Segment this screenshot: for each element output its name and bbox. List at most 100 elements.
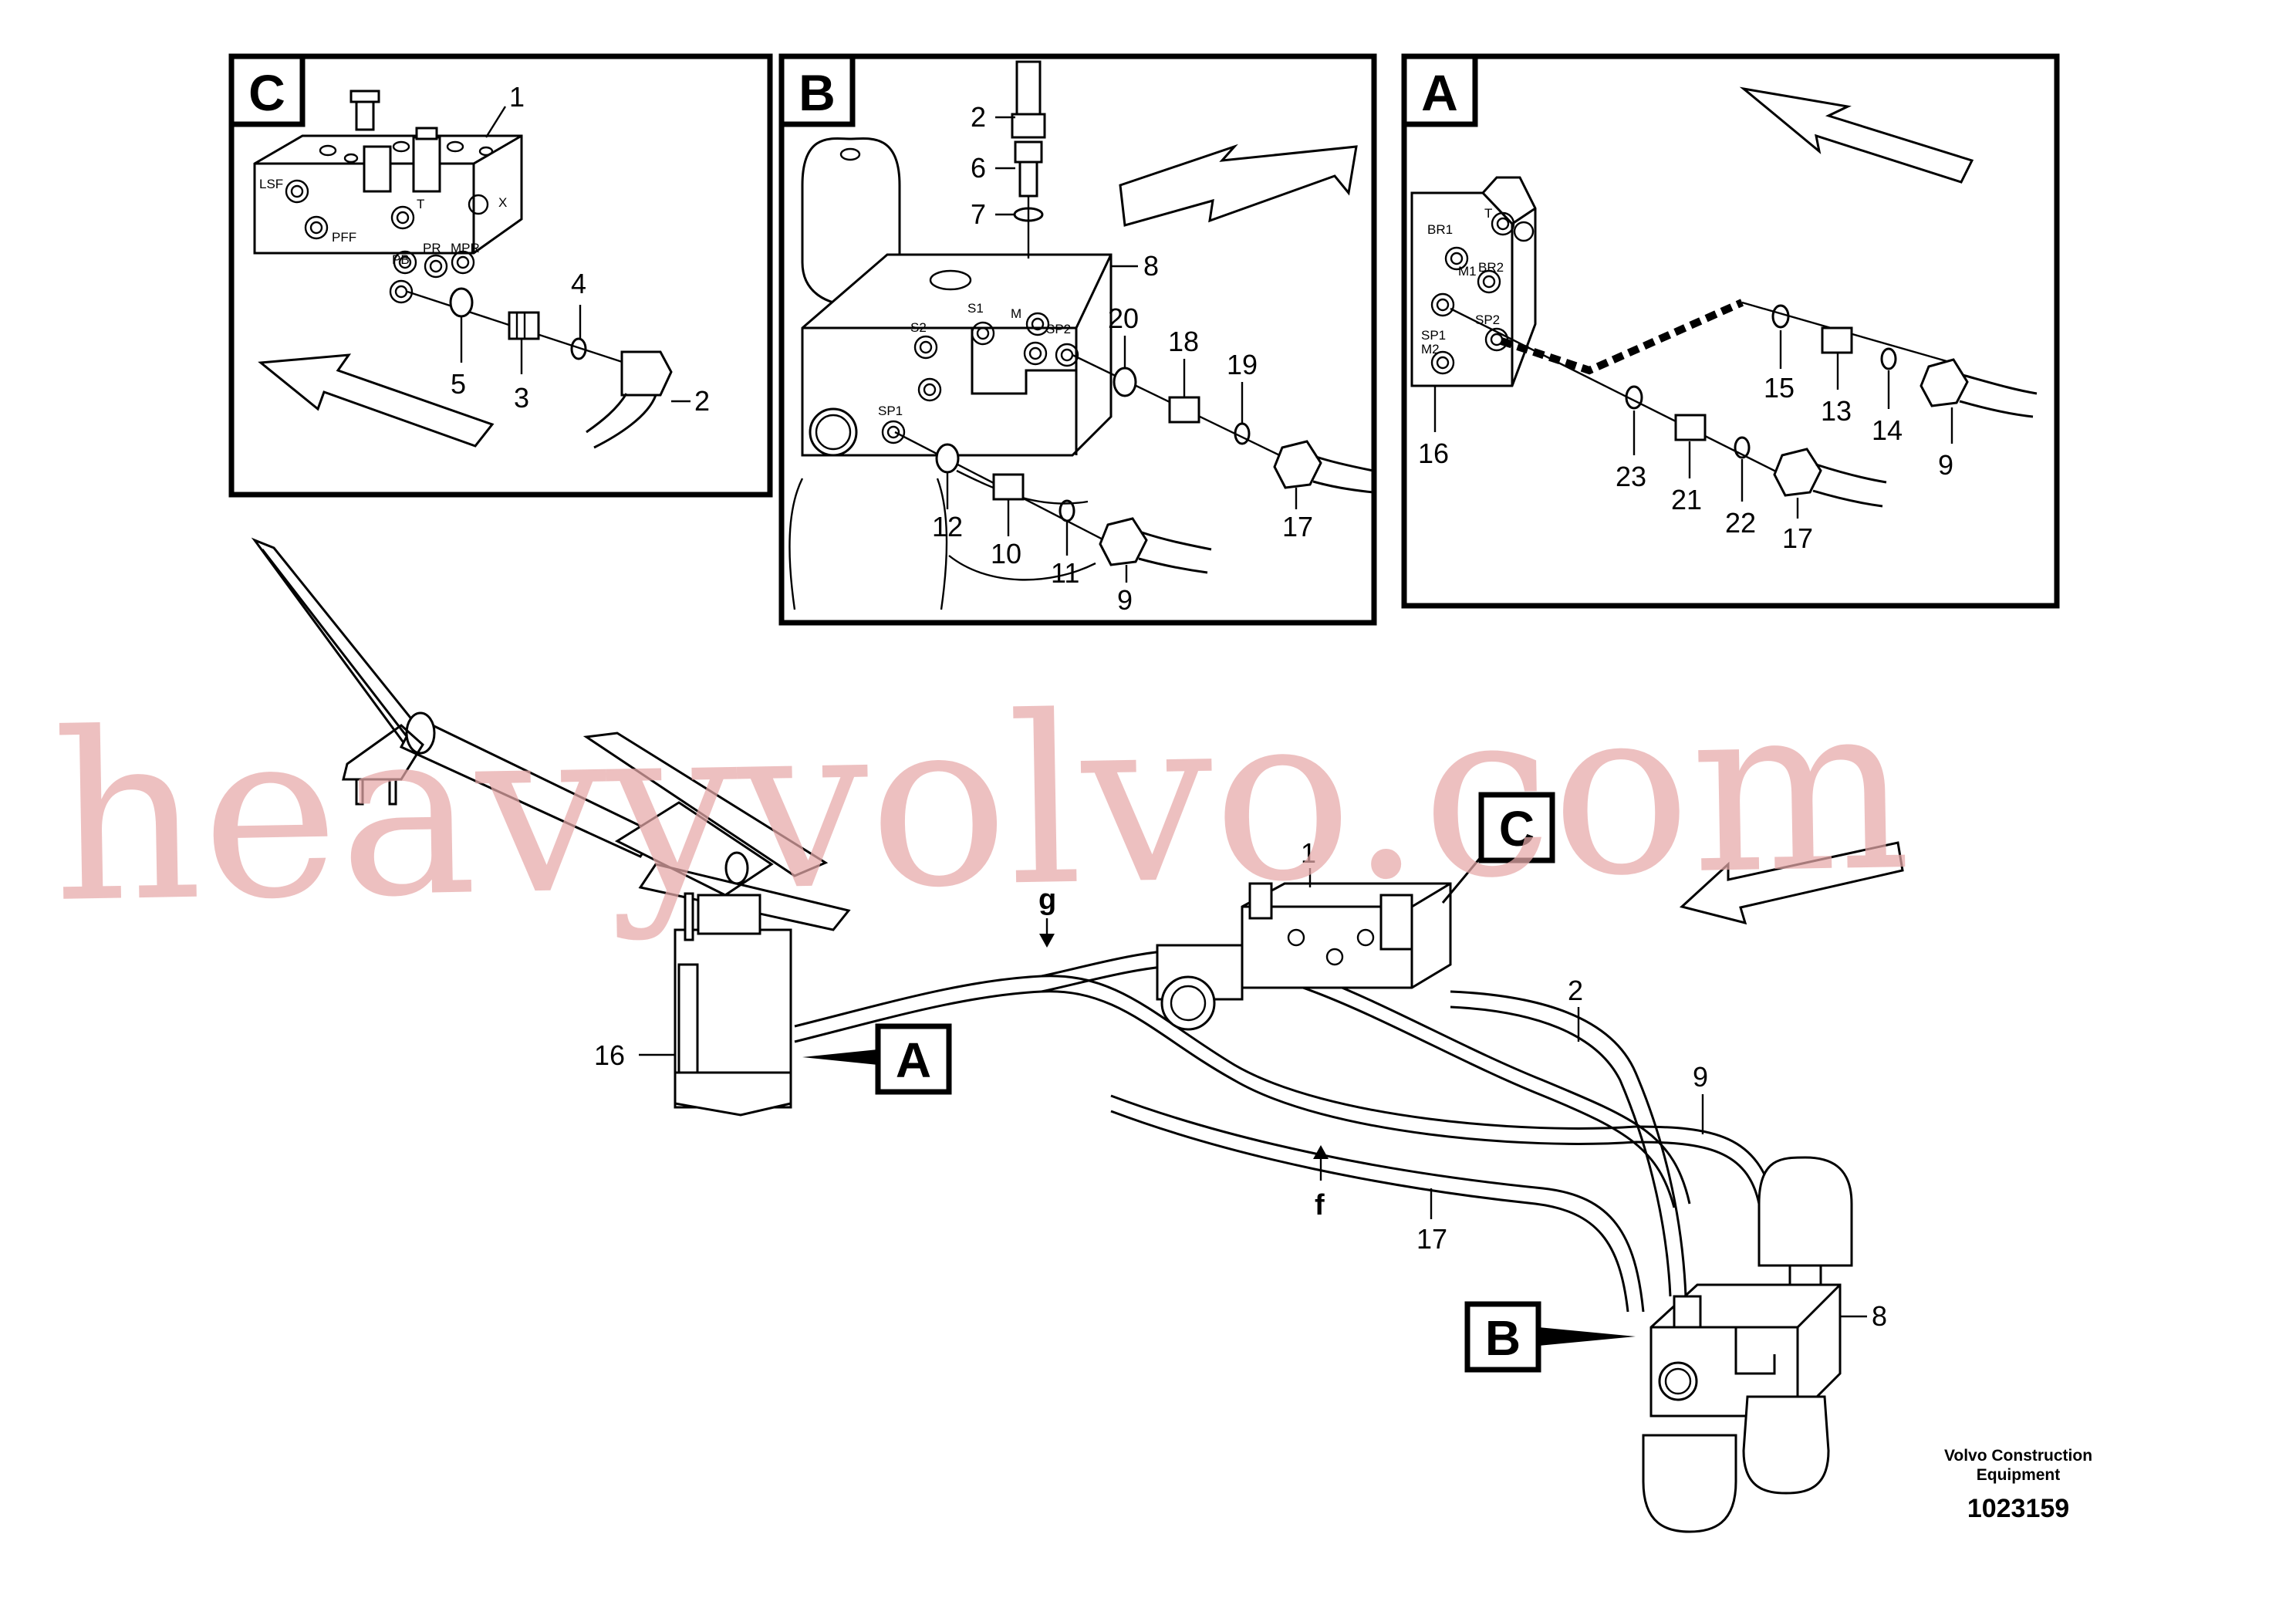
oring-23 xyxy=(1625,385,1643,410)
callout-main-9: 9 xyxy=(1693,1061,1708,1093)
port-s2: S2 xyxy=(910,320,927,335)
port-m1: M1 xyxy=(1458,264,1477,279)
callout-b-20: 20 xyxy=(1108,302,1139,334)
pedal-valve-16 xyxy=(674,892,792,1117)
panel-a-letter-box xyxy=(1401,53,1478,127)
port-sp2: SP2 xyxy=(1046,322,1071,336)
callout-a-16: 16 xyxy=(1418,438,1449,469)
point-g: g xyxy=(1038,884,1056,916)
point-f: f xyxy=(1315,1189,1325,1222)
callout-b-7: 7 xyxy=(971,198,986,230)
callout-c-4: 4 xyxy=(571,268,586,299)
ref-box-a xyxy=(875,1023,952,1095)
hose-fitting-2 xyxy=(1015,60,1042,117)
footer-company-2: Equipment xyxy=(1977,1466,2061,1484)
port-sp1: SP1 xyxy=(878,404,903,418)
port-br2: BR2 xyxy=(1478,260,1504,275)
adapter-13 xyxy=(1821,326,1853,354)
ref-b-pointer xyxy=(1538,1327,1636,1346)
port-t-a: T xyxy=(1484,206,1492,221)
point-f-marker xyxy=(1313,1145,1329,1159)
watermark: heavyvolvo.com xyxy=(50,652,1913,954)
port-t: T xyxy=(417,197,424,211)
port-br1: BR1 xyxy=(1427,222,1453,237)
callout-b-19: 19 xyxy=(1227,349,1258,380)
callout-main-16: 16 xyxy=(594,1039,625,1071)
port-sp1-a: SP1 xyxy=(1421,328,1446,343)
adapter-6 xyxy=(1014,140,1043,198)
port-lsf: LSF xyxy=(259,177,283,191)
oring-19 xyxy=(1234,422,1251,445)
panel-c-frame xyxy=(228,53,773,498)
accelerator-pedal xyxy=(582,732,851,931)
point-g-marker xyxy=(1039,934,1055,948)
pressure-valve-block xyxy=(253,90,523,304)
callout-b-11: 11 xyxy=(1051,557,1079,589)
washer-12 xyxy=(935,443,960,474)
flow-arrow-a xyxy=(1739,86,1974,184)
footer: Volvo Construction Equipment 1023159 xyxy=(1944,1447,2092,1523)
port-x: X xyxy=(498,195,507,210)
callout-main-1: 1 xyxy=(1301,837,1316,869)
port-m2: M2 xyxy=(1421,342,1440,357)
callout-a-9: 9 xyxy=(1938,449,1953,481)
valve-block-8 xyxy=(1642,1156,1853,1533)
ref-box-c xyxy=(1478,792,1555,863)
washer-5 xyxy=(449,287,474,318)
flow-arrow-c xyxy=(258,353,495,448)
main-assembly: C A B g f 1 2 9 16 17 8 xyxy=(251,537,1904,1533)
hose-bundle xyxy=(794,948,1776,1313)
detail-panel-a: A BR1 T M1 BR2 SP1 M2 SP2 xyxy=(1401,53,2060,609)
callout-a-15: 15 xyxy=(1764,372,1795,404)
panel-a-frame xyxy=(1401,53,2060,609)
panel-c-letter-box xyxy=(228,53,306,127)
panel-a-letter: A xyxy=(1421,64,1458,121)
callout-a-13: 13 xyxy=(1821,395,1852,427)
detail-panel-b: B M S1 S2 SP1 SP2 xyxy=(778,53,1377,626)
ref-box-b xyxy=(1464,1301,1541,1373)
ref-a: A xyxy=(896,1032,931,1088)
hose-fitting-17-a xyxy=(1773,448,1887,508)
hose-fitting-9-a xyxy=(1920,358,2038,418)
callout-a-23: 23 xyxy=(1616,461,1646,492)
oring-4 xyxy=(570,337,587,360)
footer-number: 1023159 xyxy=(1967,1494,2069,1523)
callout-a-17: 17 xyxy=(1782,522,1813,554)
port-mpr: MPR xyxy=(451,241,480,255)
ref-c: C xyxy=(1499,801,1535,857)
callout-a-14: 14 xyxy=(1872,414,1903,446)
panel-b-letter-box xyxy=(778,53,856,127)
port-pb: PB xyxy=(392,252,410,267)
port-s1: S1 xyxy=(967,301,984,316)
callout-c-2: 2 xyxy=(694,385,710,417)
panel-b-letter: B xyxy=(799,64,836,121)
ref-b: B xyxy=(1485,1310,1521,1366)
flow-arrow-b xyxy=(1119,144,1358,227)
hose-fitting-17 xyxy=(1273,440,1374,494)
callout-a-22: 22 xyxy=(1725,507,1756,539)
callout-b-9: 9 xyxy=(1117,584,1133,616)
adapter-18 xyxy=(1168,396,1200,424)
callout-b-8: 8 xyxy=(1143,250,1159,282)
callout-b-12: 12 xyxy=(932,511,963,542)
callout-main-17: 17 xyxy=(1416,1223,1447,1255)
adapter-10 xyxy=(992,473,1025,501)
callout-b-10: 10 xyxy=(991,538,1021,569)
port-pr: PR xyxy=(423,241,441,255)
callout-main-2: 2 xyxy=(1568,975,1583,1006)
adapter-21 xyxy=(1674,414,1707,441)
callout-a-21: 21 xyxy=(1671,484,1702,515)
port-pff: PFF xyxy=(332,230,356,245)
ref-a-pointer xyxy=(802,1049,878,1065)
port-m: M xyxy=(1011,306,1021,321)
detail-panel-c: C LSF PF xyxy=(228,53,773,498)
brake-valve-block-8 xyxy=(801,253,1113,457)
brake-pedal-arm xyxy=(251,537,658,858)
panel-b-frame xyxy=(778,53,1377,626)
hose-fitting-9 xyxy=(1099,517,1212,574)
port-sp2-a: SP2 xyxy=(1475,313,1500,327)
hose-elbow-2 xyxy=(586,350,673,449)
brake-pedal-valve-16 xyxy=(1410,176,1537,387)
callout-c-3: 3 xyxy=(514,382,529,414)
